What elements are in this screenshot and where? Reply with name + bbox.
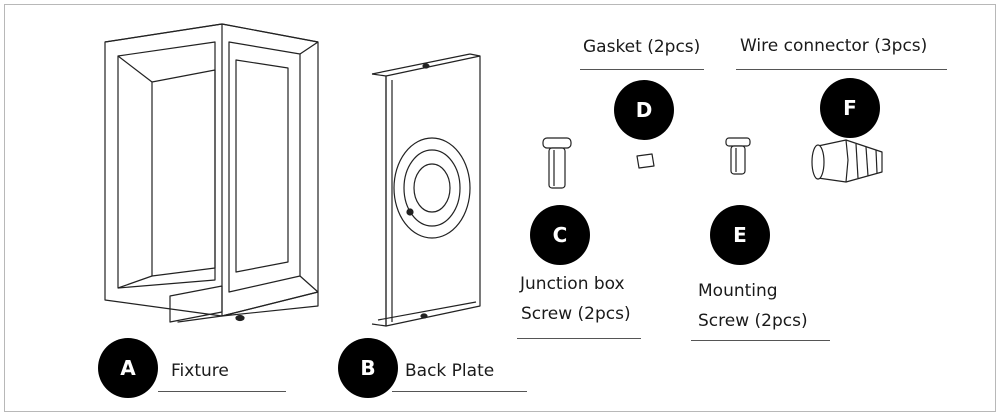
- label-fixture: Fixture: [171, 361, 229, 381]
- label-gasket-underline: [580, 69, 704, 70]
- badge-b: B: [338, 338, 398, 398]
- label-wire-connector: Wire connector (3pcs): [740, 36, 928, 56]
- label-wire-connector-underline: [736, 69, 947, 70]
- label-mounting-screw-line1: Mounting: [698, 281, 778, 301]
- fixture-drawing: [104, 23, 319, 323]
- mounting-screw-drawing: [725, 137, 751, 175]
- label-back-plate-underline: [392, 391, 527, 392]
- badge-f: F: [820, 78, 880, 138]
- label-fixture-underline: [158, 391, 286, 392]
- diagram-frame: [4, 4, 996, 412]
- badge-d: D: [614, 80, 674, 140]
- wire-connector-drawing: [811, 139, 883, 183]
- label-junction-box-screw-underline: [517, 338, 641, 339]
- label-mounting-screw-line2: Screw (2pcs): [698, 311, 808, 331]
- label-mounting-screw-underline: [691, 340, 830, 341]
- back-plate-drawing: [371, 53, 481, 327]
- badge-c: C: [530, 205, 590, 265]
- badge-a: A: [98, 338, 158, 398]
- label-back-plate: Back Plate: [405, 361, 495, 381]
- gasket-drawing: [636, 153, 655, 169]
- badge-e: E: [710, 205, 770, 265]
- label-gasket: Gasket (2pcs): [583, 37, 701, 57]
- label-junction-box-screw-line1: Junction box: [520, 274, 625, 294]
- junction-box-screw-drawing: [542, 137, 572, 189]
- label-junction-box-screw-line2: Screw (2pcs): [521, 304, 631, 324]
